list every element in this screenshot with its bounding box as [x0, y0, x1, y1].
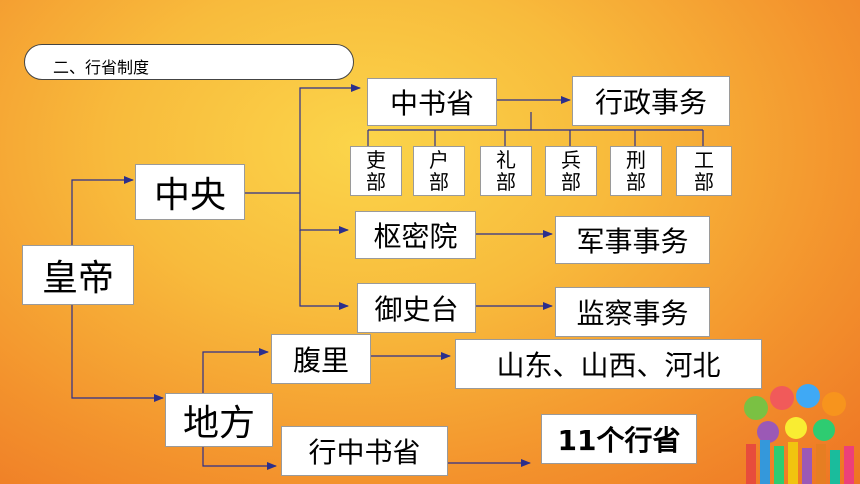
node-dept-rites: 礼 部 [480, 146, 532, 196]
pencil-decoration-icon [744, 384, 854, 484]
connector-central-censorate [299, 230, 349, 310]
dept-rites-bottom: 部 [496, 170, 516, 194]
dept-revenue-top: 户 [429, 148, 449, 172]
node-branch-secretariat: 行中书省 [281, 426, 448, 476]
dept-personnel-bottom: 部 [366, 170, 386, 194]
section-title: 二、行省制度 [24, 44, 354, 80]
node-privy-council: 枢密院 [355, 211, 476, 259]
connector-central-privy [299, 193, 349, 234]
node-dept-personnel: 吏 部 [350, 146, 402, 196]
dept-justice-bottom: 部 [626, 170, 646, 194]
node-dept-justice: 刑 部 [610, 146, 662, 196]
dept-works-top: 工 [694, 148, 714, 172]
connector-emperor-local [71, 304, 164, 402]
dept-revenue-bottom: 部 [429, 170, 449, 194]
node-dept-works: 工 部 [676, 146, 732, 196]
connector-emperor-central [71, 176, 134, 248]
dept-personnel-top: 吏 [366, 148, 386, 172]
connector-central-secretariat [299, 84, 361, 193]
dept-justice-top: 刑 [626, 148, 646, 172]
node-admin-affairs: 行政事务 [572, 76, 730, 126]
node-secretariat: 中书省 [367, 78, 497, 126]
node-dept-revenue: 户 部 [413, 146, 465, 196]
node-supervision-affairs: 监察事务 [555, 287, 710, 337]
dept-war-bottom: 部 [561, 170, 581, 194]
node-censorate: 御史台 [357, 283, 476, 333]
dept-rites-top: 礼 [496, 148, 516, 172]
connector-local-branch [202, 447, 277, 470]
node-central: 中央 [135, 164, 245, 220]
node-fuli-regions: 山东、山西、河北 [455, 339, 762, 389]
dept-war-top: 兵 [561, 148, 581, 172]
node-branch-count: 11个行省 [541, 414, 697, 464]
node-dept-war: 兵 部 [545, 146, 597, 196]
dept-works-bottom: 部 [694, 170, 714, 194]
node-fuli: 腹里 [271, 334, 371, 384]
section-title-text: 二、行省制度 [53, 58, 150, 77]
node-local: 地方 [165, 393, 273, 447]
node-emperor: 皇帝 [22, 245, 134, 305]
connector-local-fuli [202, 348, 269, 393]
node-military-affairs: 军事事务 [555, 216, 710, 264]
